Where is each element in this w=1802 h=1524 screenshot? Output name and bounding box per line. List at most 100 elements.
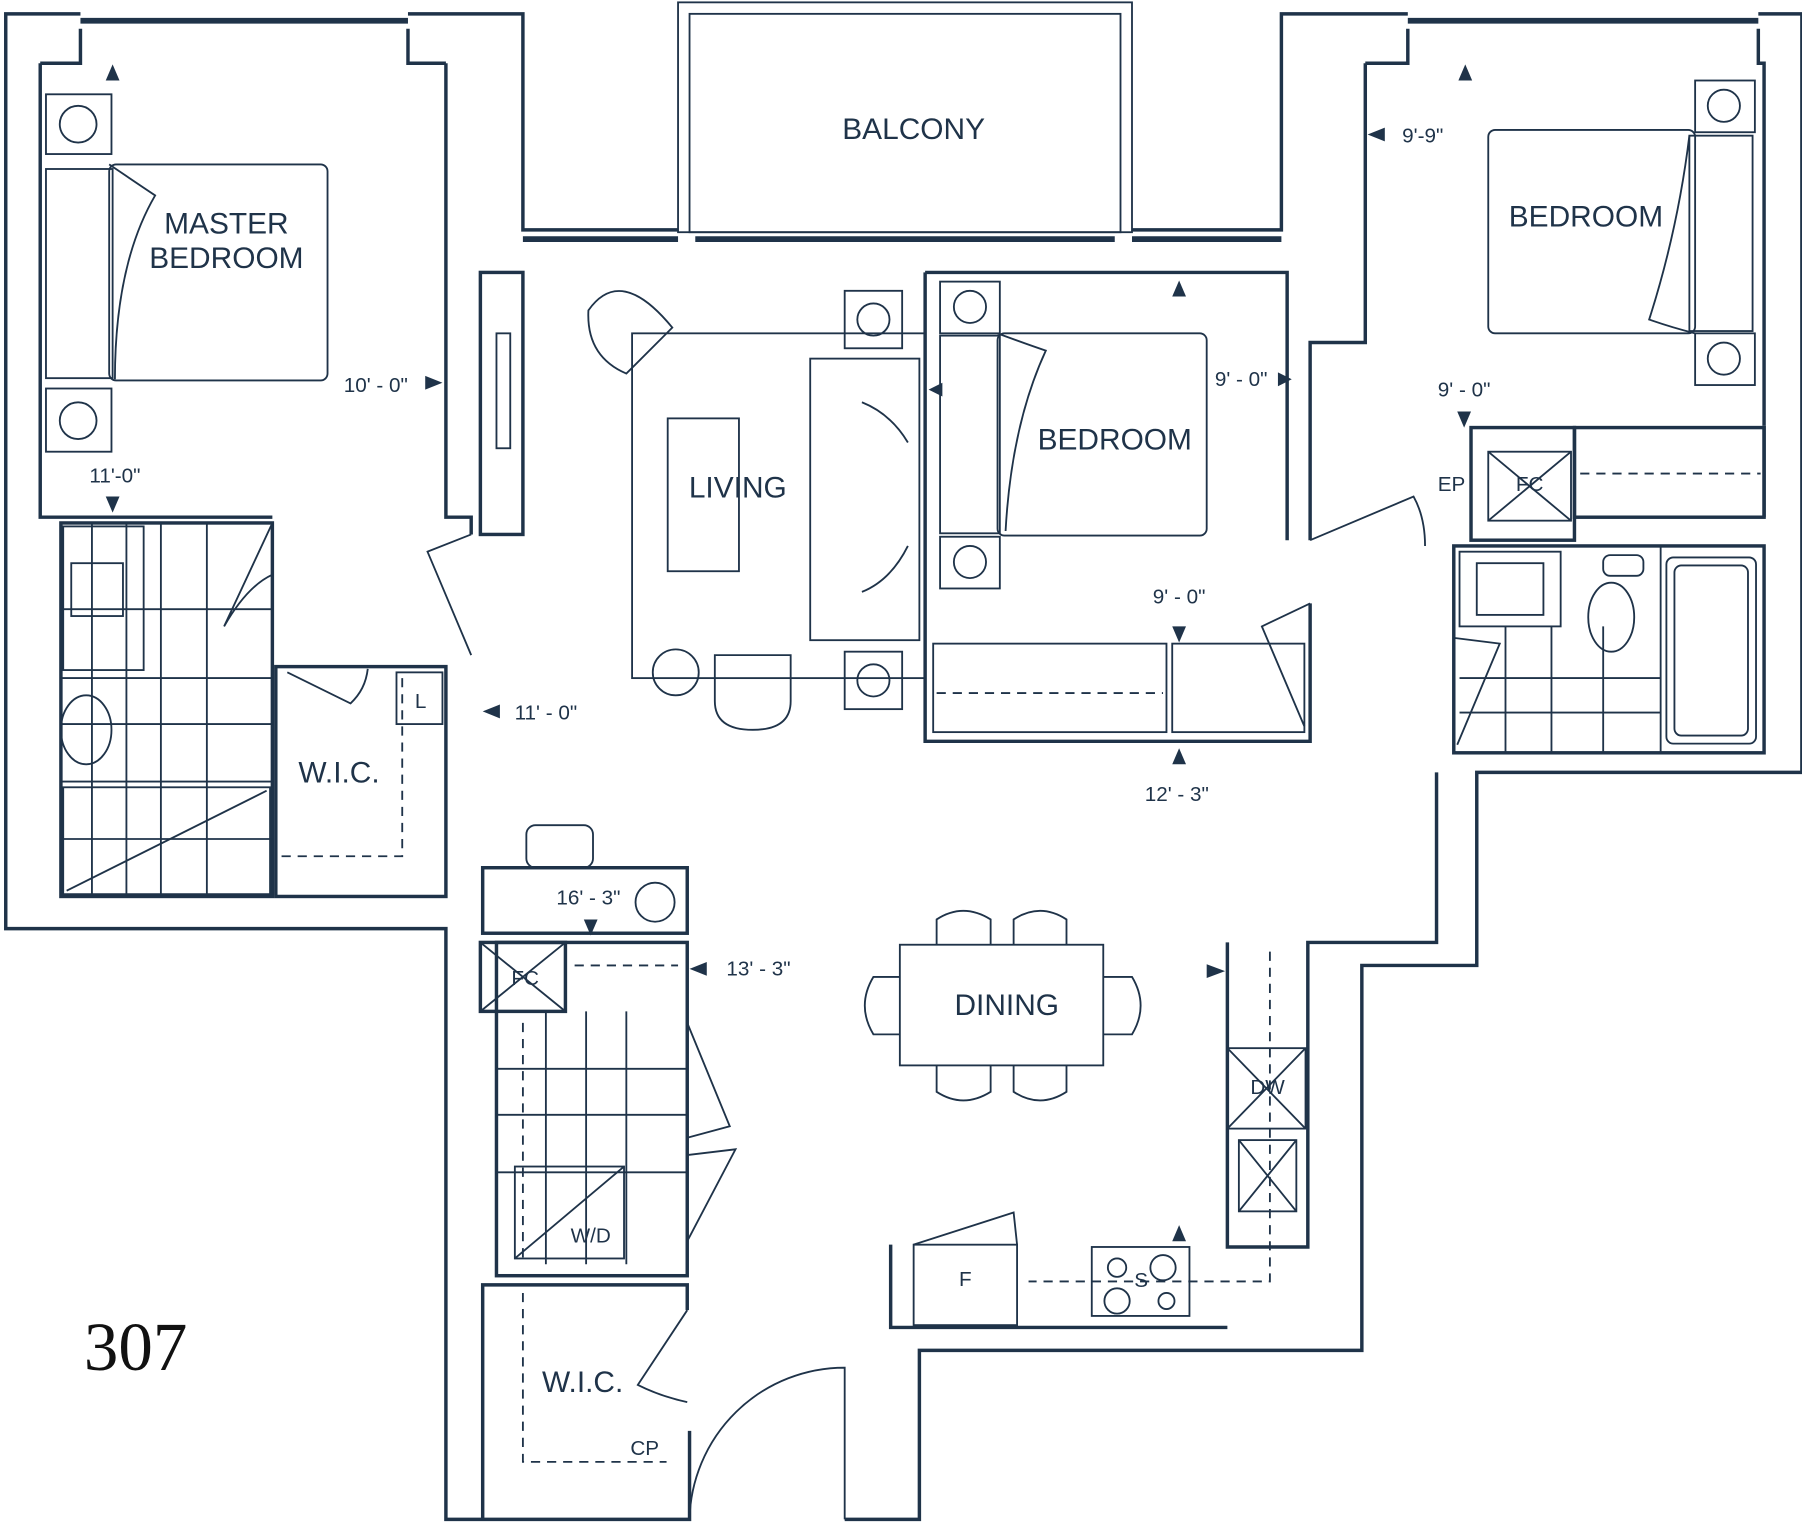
unit-number: 307 [84, 1309, 187, 1385]
closet [932, 642, 1168, 734]
bed [996, 332, 1208, 537]
kitchen: DW F S [912, 951, 1307, 1327]
master-bathroom [59, 521, 275, 899]
entry-door[interactable] [688, 1366, 846, 1520]
dimension-label: 9' - 0" [1215, 368, 1268, 391]
ep-label: EP [1438, 473, 1466, 496]
coffee-table [666, 417, 740, 573]
wic-label: W.I.C. [542, 1366, 623, 1399]
bathtub [1665, 556, 1757, 745]
dimension-arrow [105, 496, 120, 513]
wic-label: W.I.C. [298, 757, 379, 790]
laundry-door[interactable] [686, 1022, 738, 1242]
dimension-arrow [1457, 411, 1472, 428]
desk-chair [525, 824, 594, 869]
headboard [939, 334, 1001, 535]
closet [1171, 642, 1306, 734]
dimension-arrow [425, 375, 443, 390]
end-table [843, 289, 904, 350]
dimension-label: 13' - 3" [726, 958, 790, 981]
dimension-arrow [1172, 1225, 1187, 1242]
washer-dryer [513, 1165, 625, 1260]
bathroom-door[interactable] [1453, 636, 1502, 746]
stove [1090, 1246, 1191, 1317]
entry-wic: W.I.C. CP [521, 1292, 846, 1520]
nightstand [45, 93, 113, 155]
master-door[interactable] [426, 533, 473, 656]
lamp-icon [952, 289, 987, 324]
cp-label: CP [630, 1437, 659, 1460]
lamp-icon [856, 663, 891, 698]
vanity [1458, 550, 1562, 628]
bed [108, 163, 329, 382]
cooktop-icon [634, 881, 676, 923]
bedroom-door[interactable] [1309, 495, 1426, 546]
dimension-label: 10' - 0" [344, 374, 408, 397]
dw-label: DW [1250, 1076, 1285, 1099]
fridge-door [913, 1211, 1018, 1246]
nightstand [939, 280, 1001, 335]
armchair [713, 654, 792, 731]
lamp-icon [1706, 341, 1741, 376]
bed [1487, 129, 1697, 335]
lamp-icon [952, 545, 987, 580]
dimension-arrow [105, 64, 120, 81]
nightstand [1694, 332, 1756, 386]
toilet-icon [1587, 581, 1636, 653]
end-table [843, 650, 904, 711]
linen-closet [395, 671, 444, 725]
dimension-arrow [1172, 626, 1187, 643]
wic-door[interactable] [636, 1309, 689, 1404]
bedroom-middle: BEDROOM 9' - 0" 9' - 0" 12' - 3" [923, 270, 1312, 806]
dimension-label: 9'-9" [1402, 125, 1443, 148]
sofa [809, 357, 921, 642]
dimension-arrow [1172, 280, 1187, 297]
lamp-icon [58, 104, 98, 144]
bedroom-label: BEDROOM [1038, 423, 1192, 456]
dimension-arrow [689, 961, 707, 976]
dining-area: DINING [863, 909, 1142, 1102]
bedroom-door[interactable] [1260, 602, 1311, 727]
dimension-label: 16' - 3" [556, 887, 620, 910]
living-area: LIVING 11' - 0" [426, 270, 927, 731]
windows [80, 17, 1759, 242]
master-bedroom: MASTER BEDROOM 10' - 0" 11'-0" [45, 64, 443, 513]
nightstand [939, 535, 1001, 590]
dimension-arrow [1172, 748, 1187, 765]
nightstand [1694, 79, 1756, 134]
fridge [912, 1243, 1018, 1327]
lamp-icon [58, 401, 98, 440]
side-table [651, 648, 700, 697]
rug [631, 332, 927, 680]
fridge-label: F [959, 1268, 972, 1291]
furnace-closet [1487, 450, 1572, 522]
dimension-label: 9' - 0" [1438, 379, 1491, 402]
dishwasher [1226, 1047, 1307, 1130]
dimension-label: 11'-0" [89, 465, 140, 488]
dimension-label: 9' - 0" [1153, 585, 1206, 608]
fc-label: FC [1516, 473, 1544, 496]
fc-label: FC [511, 967, 539, 990]
stove-label: S [1134, 1269, 1148, 1292]
laundry-area: 16' - 3" FC W/D 13' - 3" [478, 824, 791, 1278]
nightstand [45, 387, 113, 453]
bedroom-label: BEDROOM [1509, 200, 1663, 233]
wd-label: W/D [571, 1224, 611, 1247]
dimension-arrow [928, 382, 943, 397]
balcony: BALCONY [677, 1, 1133, 234]
dimension-arrow [583, 919, 598, 936]
sink-icon [1475, 562, 1545, 616]
vanity [62, 525, 145, 671]
toilet-icon [59, 694, 113, 766]
dimension-label: 12' - 3" [1145, 783, 1209, 806]
living-label: LIVING [689, 472, 787, 505]
dimension-arrow [1206, 964, 1226, 979]
dimension-arrow [482, 704, 500, 719]
bathroom-door[interactable] [223, 522, 274, 627]
dimension-arrow [1367, 127, 1385, 142]
wic-door[interactable] [286, 668, 369, 705]
tv-icon [495, 332, 512, 450]
dimension-arrow [1277, 372, 1292, 387]
armchair [587, 290, 674, 375]
